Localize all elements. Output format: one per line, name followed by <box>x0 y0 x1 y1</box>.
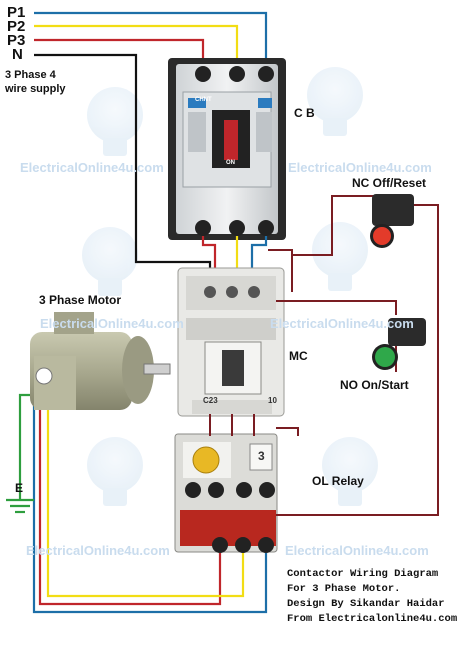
credit-line-3: Design By Sikandar Haidar <box>287 598 445 610</box>
contactor <box>177 267 285 417</box>
motor-label: 3 Phase Motor <box>39 293 122 307</box>
nc-button-label: NC Off/Reset <box>352 176 427 190</box>
control-wire-coil <box>276 427 299 436</box>
background-bulbs <box>82 67 378 506</box>
ol-to-motor-wires <box>32 378 268 614</box>
watermark-text: ElectricalOnline4u.com <box>270 316 414 331</box>
contactor-label: MC <box>289 349 308 363</box>
earth-icon <box>6 498 34 514</box>
circuit-breaker <box>168 58 286 240</box>
credit-line-4: From Electricalonline4u.com <box>287 613 458 625</box>
supply-description: 3 Phase 4 wire supply <box>5 69 66 95</box>
nc-off-reset-button <box>370 194 414 248</box>
bulb-icon <box>307 67 363 136</box>
no-on-start-button <box>372 318 426 370</box>
contactor-mark-left: C23 <box>203 396 218 405</box>
breaker-label: C B <box>294 106 315 120</box>
bulb-icon <box>87 87 143 156</box>
wire-p2 <box>34 24 239 72</box>
breaker-on-mark: ON <box>226 160 235 166</box>
phase-label-p3: P3 <box>7 32 26 49</box>
bulb-icon <box>312 222 368 291</box>
watermark-text: ElectricalOnline4u.com <box>40 316 184 331</box>
bulb-icon <box>87 437 143 506</box>
bulb-icon <box>322 437 378 506</box>
watermark-text: ElectricalOnline4u.com <box>285 543 429 558</box>
breaker-brand: CHNT <box>195 97 212 103</box>
wire-p1 <box>34 11 268 72</box>
contactor-mark-right: 10 <box>268 396 277 405</box>
control-wire-loop <box>276 204 439 516</box>
credit-line-1: Contactor Wiring Diagram <box>287 568 439 580</box>
credit-line-2: For 3 Phase Motor. <box>287 583 401 595</box>
phase-label-p1: P1 <box>7 4 26 21</box>
bulb-icon <box>82 227 138 296</box>
watermark-text: ElectricalOnline4u.com <box>20 160 164 175</box>
watermark-text: ElectricalOnline4u.com <box>26 543 170 558</box>
overload-window-mark: 3 <box>258 449 265 463</box>
phase-label-p2: P2 <box>7 18 26 35</box>
three-phase-motor <box>18 312 171 500</box>
watermark-text: ElectricalOnline4u.com <box>288 160 432 175</box>
control-wire-hold <box>276 300 397 315</box>
overload-relay <box>174 433 278 553</box>
earth-label: E <box>15 481 24 495</box>
control-wire-nc <box>268 195 395 292</box>
overload-label: OL Relay <box>312 474 364 488</box>
mc-to-ol-wires <box>209 414 255 436</box>
phase-label-n: N <box>12 46 23 63</box>
no-button-label: NO On/Start <box>340 378 409 392</box>
